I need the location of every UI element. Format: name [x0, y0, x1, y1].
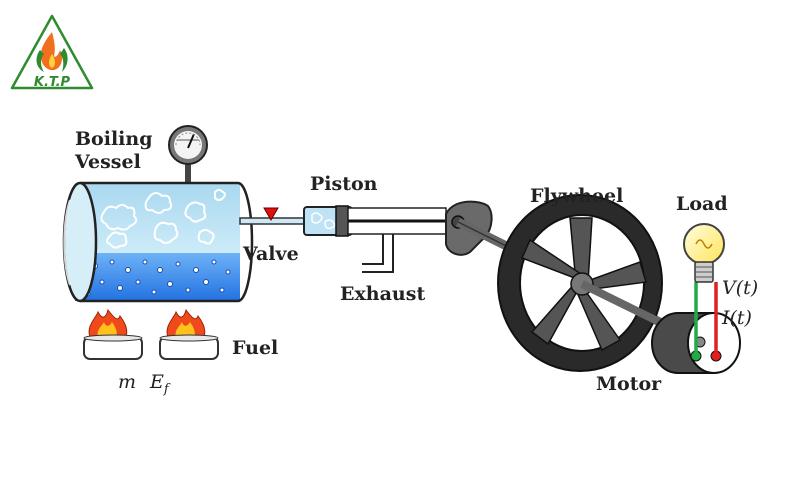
label-load: Load [676, 193, 728, 215]
flywheel [497, 194, 702, 372]
label-piston: Piston [310, 173, 378, 195]
label-fuel: Fuel [232, 337, 278, 359]
label-exhaust: Exhaust [340, 283, 425, 305]
label-flywheel: Flywheel [530, 185, 623, 207]
light-bulb-icon [683, 223, 725, 283]
label-voltage: V(t) [722, 277, 758, 299]
label-vessel: Vessel [74, 151, 141, 173]
label-energy-subscript: f [163, 382, 171, 397]
label-energy: Ef [149, 371, 171, 397]
flame-icon [88, 308, 128, 338]
label-valve: Valve [242, 243, 299, 265]
motor [651, 312, 741, 374]
label-boiling: Boiling [75, 128, 152, 150]
gauge-stem [185, 160, 191, 186]
logo-text: K.T.P [34, 75, 71, 90]
label-current: I(t) [721, 307, 752, 329]
piston-cylinder [303, 205, 447, 237]
burner-left [83, 308, 143, 360]
load-wires [694, 282, 718, 356]
exhaust-pipe [362, 234, 394, 273]
valve-icon [263, 207, 279, 221]
label-mass: m [118, 371, 136, 393]
label-motor: Motor [596, 373, 662, 395]
boiling-vessel [62, 125, 254, 303]
pressure-gauge-icon [168, 125, 208, 165]
ktp-logo: K.T.P [10, 14, 94, 90]
flame-icon [166, 308, 206, 338]
logo-flame-icon [36, 32, 68, 72]
piston-head [335, 205, 349, 237]
flywheel-spokes [520, 217, 647, 352]
label-energy-main: E [149, 371, 164, 393]
burner-right [159, 308, 219, 360]
steam-clouds [100, 189, 226, 249]
